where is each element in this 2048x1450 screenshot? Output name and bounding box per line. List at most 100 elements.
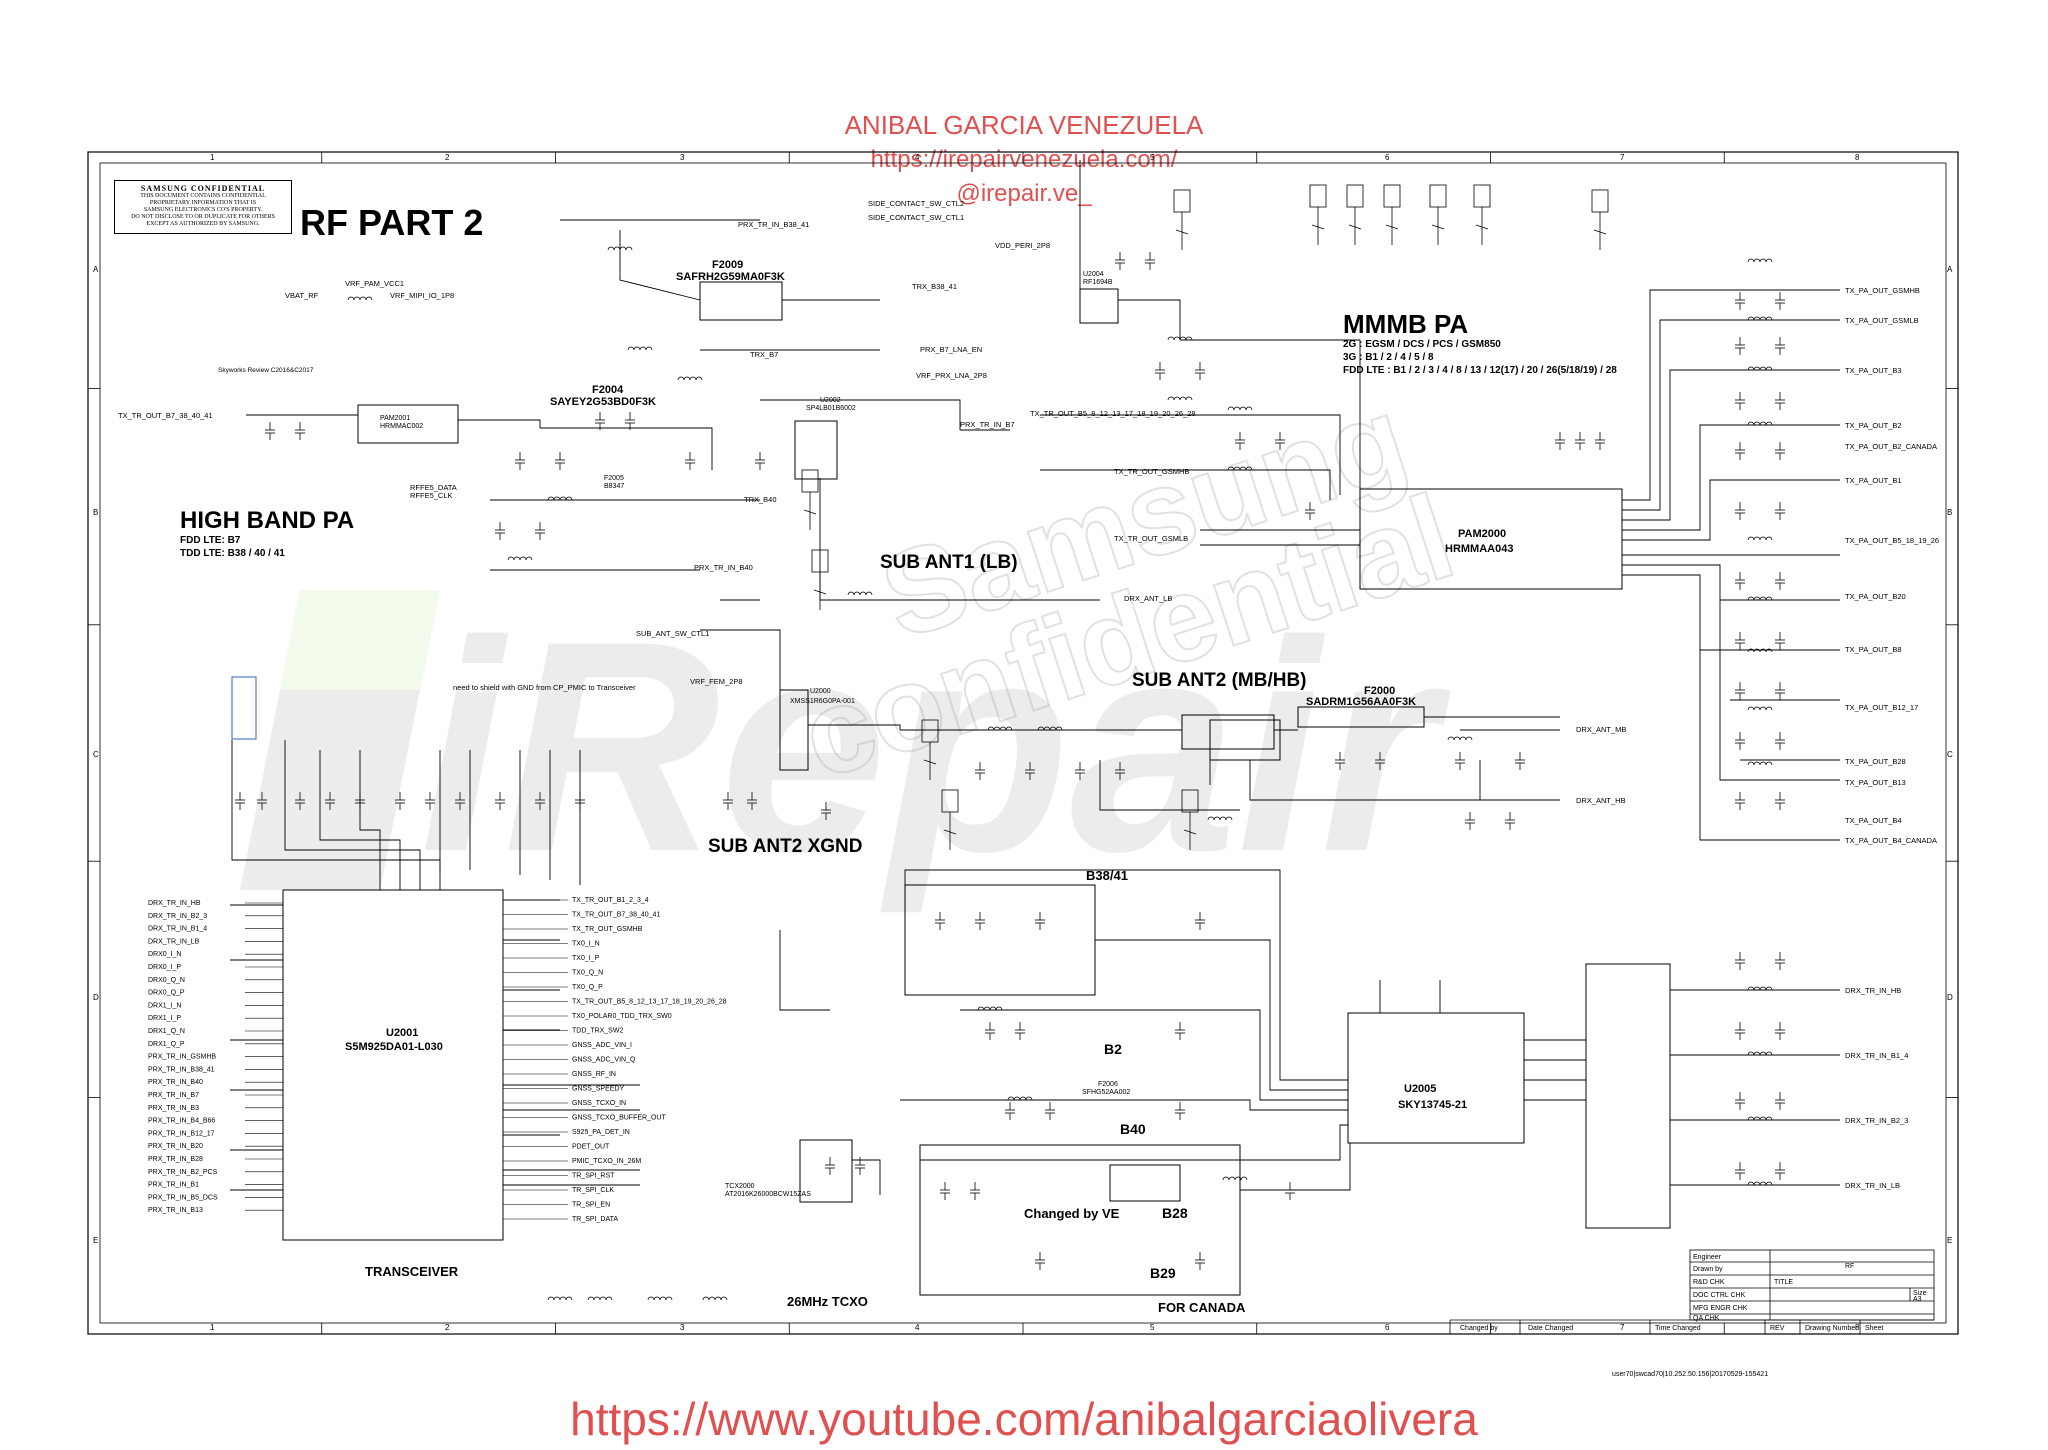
net-label: TX_TR_OUT_B5_8_12_13_17_18_19_20_26_28 xyxy=(1030,409,1196,418)
net-label: TX_PA_OUT_B20 xyxy=(1845,592,1906,601)
transceiver-net-label: TDD_TRX_SW2 xyxy=(572,1028,623,1035)
inductor-symbol xyxy=(587,1296,613,1301)
high-band-pa-title: HIGH BAND PA xyxy=(180,507,354,534)
inductor-symbol xyxy=(1747,316,1773,321)
inductor-symbol xyxy=(547,496,573,501)
transceiver-net-label: PRX_TR_IN_B4_B66 xyxy=(148,1118,215,1125)
transceiver-net-label: TX0_POLAR0_TDD_TRX_SW0 xyxy=(572,1013,672,1020)
inductor-symbol xyxy=(1227,406,1253,411)
transceiver-net-label: PRX_TR_IN_B5_DCS xyxy=(148,1194,218,1201)
grid-row-label: B xyxy=(1947,508,1952,517)
mmmb-fdd: FDD LTE : B1 / 2 / 3 / 4 / 8 / 13 / 12(1… xyxy=(1343,365,1617,376)
f2009-body xyxy=(699,281,783,321)
watermark-bar xyxy=(240,590,440,890)
inductor-symbol xyxy=(1037,726,1063,731)
transceiver-net-label: PRX_TR_IN_B38_41 xyxy=(148,1066,215,1073)
inductor-symbol xyxy=(1167,336,1193,341)
grid-column-label: 6 xyxy=(1385,1323,1390,1332)
inductor-symbol xyxy=(1747,648,1773,653)
mmmb-3g: 3G : B1 / 2 / 4 / 5 / 8 xyxy=(1343,352,1434,363)
net-label: TRX_B38_41 xyxy=(912,282,957,291)
antenna-tick xyxy=(1385,224,1399,230)
net-label: TX_PA_OUT_B4_CANADA xyxy=(1845,836,1937,845)
grid-column-label: 5 xyxy=(1150,1323,1155,1332)
antenna-tick xyxy=(1311,224,1325,230)
net-label: TX_PA_OUT_GSMHB xyxy=(1845,286,1920,295)
antenna-connector xyxy=(1173,189,1191,213)
f2004-ref: F2004 xyxy=(592,384,624,396)
u2005-ref: U2005 xyxy=(1404,1083,1436,1095)
antenna-connector xyxy=(1473,184,1491,208)
pam2001-body xyxy=(357,404,459,444)
pam2000-ref: PAM2000 xyxy=(1458,528,1506,540)
net-label: DRX_ANT_LB xyxy=(1124,594,1172,603)
net-label: DRX_TR_IN_B2_3 xyxy=(1845,1116,1908,1125)
b29-title: B29 xyxy=(1150,1265,1176,1281)
youtube-footer: https://www.youtube.com/anibalgarciaoliv… xyxy=(570,1393,1478,1445)
file-stamp: user70|swcad70|10.252.50.156|20170529-15… xyxy=(1612,1371,1768,1378)
transceiver-left-nets: DRX_TR_IN_HBDRX_TR_IN_B2_3DRX_TR_IN_B1_4… xyxy=(148,900,283,1214)
u2000-part: XMSS1R6G0PA-001 xyxy=(790,698,855,705)
transceiver-net-label: TR_SPI_RST xyxy=(572,1173,615,1180)
u2001-body xyxy=(282,889,504,1241)
antenna-tick xyxy=(923,759,937,765)
author-header: ANIBAL GARCIA VENEZUELA xyxy=(844,110,1204,140)
inductor-symbol xyxy=(1447,736,1473,741)
inductor-symbol xyxy=(347,296,373,301)
net-label: TRX_B7 xyxy=(750,350,778,359)
transceiver-net-label: TX0_Q_N xyxy=(572,970,603,977)
inductor-symbol xyxy=(1747,986,1773,991)
for-canada-title: FOR CANADA xyxy=(1158,1300,1246,1315)
tb-title-label: TITLE xyxy=(1774,1279,1793,1286)
f2006-ref: F2006 xyxy=(1098,1081,1118,1088)
net-label: RFFE5_CLK xyxy=(410,491,453,500)
transceiver-right-nets: TX_TR_OUT_B1_2_3_4TX_TR_OUT_B7_38_40_41T… xyxy=(503,897,727,1223)
transceiver-net-label: DRX1_Q_N xyxy=(148,1028,185,1035)
net-label: PRX_B7_LNA_EN xyxy=(920,345,982,354)
ant2065-body xyxy=(794,420,838,480)
net-label: TX_PA_OUT_GSMLB xyxy=(1845,316,1919,325)
mmmb-2g: 2G : EGSM / DCS / PCS / GSM850 xyxy=(1343,339,1501,350)
inductor-symbol xyxy=(1747,596,1773,601)
confidential-line: PROPRIETARY INFORMATION THAT IS xyxy=(149,200,257,206)
net-label: TX_PA_OUT_B28 xyxy=(1845,757,1906,766)
high-band-fdd: FDD LTE: B7 xyxy=(180,535,241,546)
net-label: TX_PA_OUT_B5_18_19_26 xyxy=(1845,536,1939,545)
inductor-symbol xyxy=(627,346,653,351)
wire-set xyxy=(230,160,1840,1195)
f2006-part: SFHG52AA002 xyxy=(1082,1089,1130,1096)
tcxo-body xyxy=(799,1139,853,1203)
antenna-tick xyxy=(1475,224,1489,230)
transceiver-net-label: GNSS_TCXO_BUFFER_OUT xyxy=(572,1115,666,1122)
tb-date-changed: Date Changed xyxy=(1528,1325,1573,1332)
inductor-symbol xyxy=(847,591,873,596)
antenna-tick xyxy=(813,589,827,595)
shield-note: need to shield with GND from CP_PMIC to … xyxy=(453,683,636,692)
inductor-symbol xyxy=(1747,1181,1773,1186)
grid-row-label: E xyxy=(1947,1236,1952,1245)
tb-engineer: Engineer xyxy=(1693,1254,1722,1261)
watermark-green xyxy=(280,590,440,690)
inductor-symbol xyxy=(702,1296,728,1301)
f2009-ref: F2009 xyxy=(712,259,743,271)
antenna-connector xyxy=(1309,184,1327,208)
net-label: DRX_TR_IN_B1_4 xyxy=(1845,1051,1908,1060)
title-block xyxy=(1449,1249,1935,1334)
tb-time-changed: Time Changed xyxy=(1655,1325,1701,1332)
tb-title-value: RF xyxy=(1845,1263,1854,1270)
transceiver-net-label: DRX0_Q_P xyxy=(148,990,185,997)
net-label: VBAT_RF xyxy=(285,291,319,300)
grid-row-label: D xyxy=(93,993,99,1002)
antenna-connector xyxy=(801,469,819,493)
u2002-part: SP4LB01B6002 xyxy=(806,405,856,412)
sub-ant1-title: SUB ANT1 (LB) xyxy=(880,552,1018,573)
grid-row-label: C xyxy=(93,750,99,759)
net-label: VRF_PAM_VCC1 xyxy=(345,279,404,288)
transceiver-net-label: DRX_TR_IN_B1_4 xyxy=(148,926,207,933)
antenna-tick xyxy=(803,509,817,515)
inductor-symbol xyxy=(977,1006,1003,1011)
f2005-ref: F2005 xyxy=(604,475,624,482)
inductor-symbol xyxy=(607,246,633,251)
tb-rev: REV xyxy=(1770,1325,1785,1332)
grid-row-label: C xyxy=(1947,750,1953,759)
